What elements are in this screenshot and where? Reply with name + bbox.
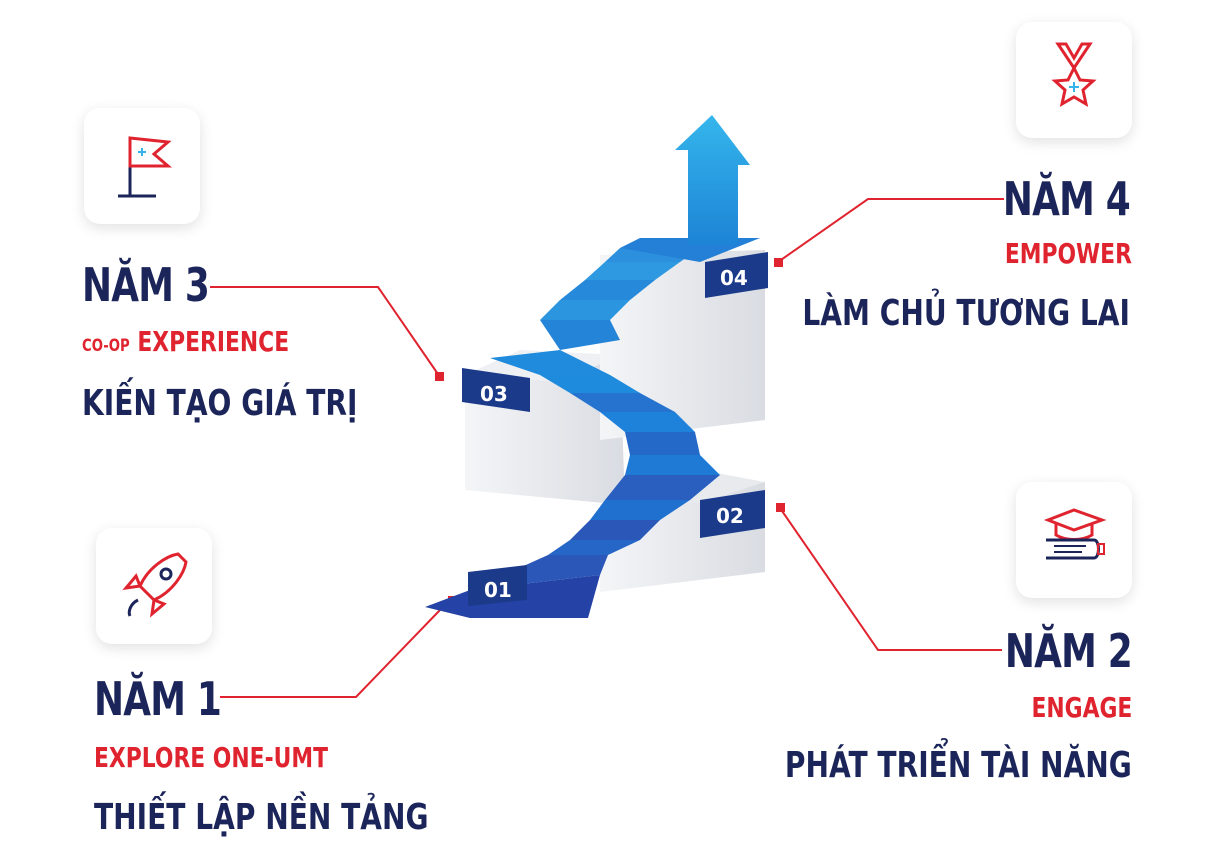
year3-tag-block: CO-OP EXPERIENCE [82,328,348,356]
connector-year1 [220,609,441,698]
rocket-icon [122,552,188,618]
year3-block: NĂM 3 [82,262,245,308]
year1-tag-block: EXPLORE ONE-UMT [94,744,394,772]
year2-tag: ENGAGE [1031,691,1132,724]
year2-tag-block: ENGAGE [1003,694,1132,722]
step-label-04: 04 [705,252,768,298]
year4-icon-card [1016,22,1132,138]
year4-tag-block: EMPOWER [969,240,1132,268]
svg-text:01: 01 [484,578,512,602]
stairs [470,238,760,590]
connector-year2 [779,507,1002,651]
graduation-book-icon [1043,508,1107,560]
year3-tag: CO-OP EXPERIENCE [82,328,289,356]
year2-slogan: PHÁT TRIỂN TÀI NĂNG [785,745,1132,786]
year1-slogan-block: THIẾT LẬP NỀN TẢNG [94,800,523,836]
flag-icon [118,136,173,198]
year3-slogan: KIẾN TẠO GIÁ TRỊ [82,383,358,424]
step-label-03: 03 [462,368,530,412]
up-arrow [675,115,750,245]
svg-text:03: 03 [480,382,508,406]
platform-04-wall [600,250,765,440]
year1-slogan: THIẾT LẬP NỀN TẢNG [94,797,429,838]
year4-slogan: LÀM CHỦ TƯƠNG LAI [802,293,1130,334]
svg-text:04: 04 [720,266,748,290]
year4-slogan-block: LÀM CHỦ TƯƠNG LAI [710,296,1130,332]
step-label-02: 02 [700,490,765,538]
year3-tag-main: EXPERIENCE [137,325,290,358]
year2-title: NĂM 2 [1004,624,1133,678]
year2-block: NĂM 2 [969,624,1133,678]
step-label-01: 01 [468,565,527,606]
year1-block: NĂM 1 [94,676,257,722]
year3-slogan-block: KIẾN TẠO GIÁ TRỊ [82,386,435,422]
year1-title: NĂM 1 [94,672,222,726]
year1-icon-card [96,528,212,644]
year4-tag: EMPOWER [1004,237,1132,270]
year3-tag-prefix: CO-OP [82,336,130,356]
year3-icon-card [84,108,200,224]
year3-title: NĂM 3 [82,258,210,312]
connector-year4 [777,198,1004,263]
year2-slogan-block: PHÁT TRIỂN TÀI NĂNG [687,748,1132,784]
svg-text:02: 02 [716,504,744,528]
year2-icon-card [1016,482,1132,598]
connector-lines [210,198,1004,698]
year1-tag: EXPLORE ONE-UMT [94,741,329,774]
medal-icon [1051,42,1097,108]
year4-block: NĂM 4 [967,172,1131,226]
connector-year3 [210,286,441,378]
year4-title: NĂM 4 [1002,172,1131,226]
